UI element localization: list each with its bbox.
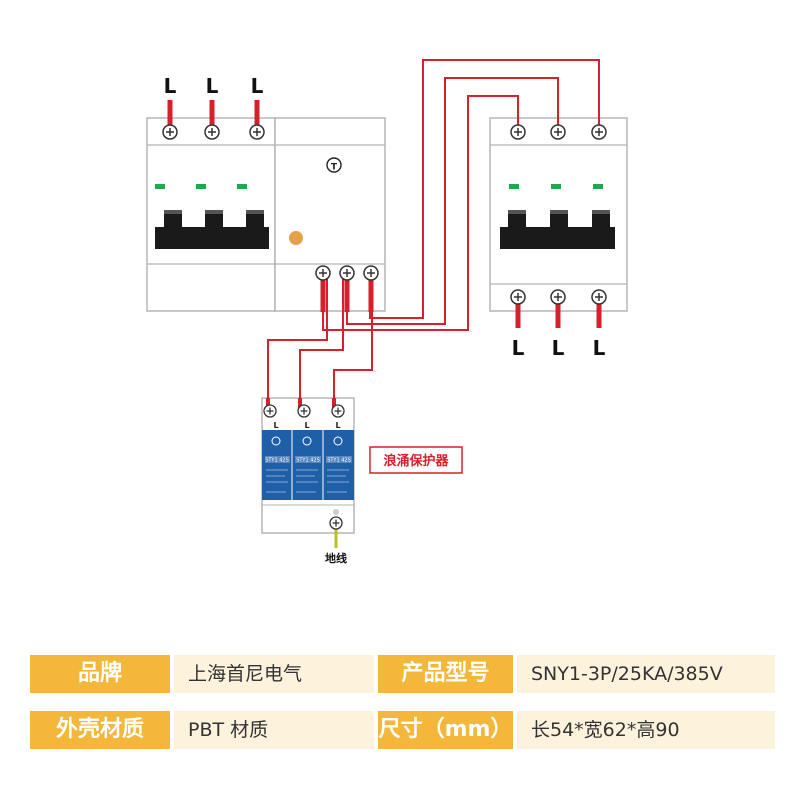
- spec-key-material: 外壳材质: [30, 711, 170, 749]
- spec-row-2: 外壳材质 PBT 材质 尺寸（mm） 长54*宽62*高90: [30, 711, 775, 749]
- spec-value-brand: 上海首尼电气: [174, 655, 374, 693]
- test-mark: T: [331, 163, 338, 173]
- spd-phase-label-2: L: [304, 421, 309, 430]
- right-top-terminals: [510, 124, 607, 140]
- right-phase-label-1: L: [512, 336, 525, 360]
- spec-key-size: 尺寸（mm）: [378, 711, 513, 749]
- right-phase-label-3: L: [593, 336, 606, 360]
- spd-phase-label-3: L: [335, 421, 340, 430]
- left-phase-label-1: L: [164, 74, 177, 98]
- surge-protector: STY1 42S STY1 42S STY1 42S: [261, 397, 355, 534]
- left-phase-label-3: L: [251, 74, 264, 98]
- left-breaker: [146, 117, 276, 312]
- spd-module-title-1: STY1 42S: [265, 458, 289, 464]
- spec-key-brand: 品牌: [30, 655, 170, 693]
- spec-value-model: SNY1-3P/25KA/385V: [517, 655, 775, 693]
- left-top-terminals: [162, 124, 265, 140]
- module-bottom-leads: [320, 276, 374, 312]
- ground-terminal: [329, 509, 343, 548]
- right-bottom-terminals: [510, 289, 607, 305]
- right-phase-label-2: L: [552, 336, 565, 360]
- indicator-lamp-icon: [289, 231, 303, 245]
- spd-module-title-3: STY1 42S: [327, 458, 351, 464]
- spd-top-terminals: [263, 404, 345, 418]
- module-bottom-terminals: [315, 265, 379, 281]
- spec-key-model: 产品型号: [378, 655, 513, 693]
- left-phase-label-2: L: [206, 74, 219, 98]
- test-mark-icon: [326, 157, 342, 173]
- ground-label: 地线: [325, 551, 347, 565]
- spd-module-title-2: STY1 42S: [296, 458, 320, 464]
- spd-label: 浪涌保护器: [383, 453, 449, 469]
- spd-phase-label-1: L: [273, 421, 278, 430]
- spec-value-material: PBT 材质: [174, 711, 374, 749]
- spec-value-size: 长54*宽62*高90: [517, 711, 775, 749]
- spd-label-box: [369, 446, 463, 474]
- wiring-diagram: T L L L: [146, 59, 628, 565]
- right-breaker: [489, 117, 628, 312]
- spec-row-1: 品牌 上海首尼电气 产品型号 SNY1-3P/25KA/385V: [30, 655, 775, 693]
